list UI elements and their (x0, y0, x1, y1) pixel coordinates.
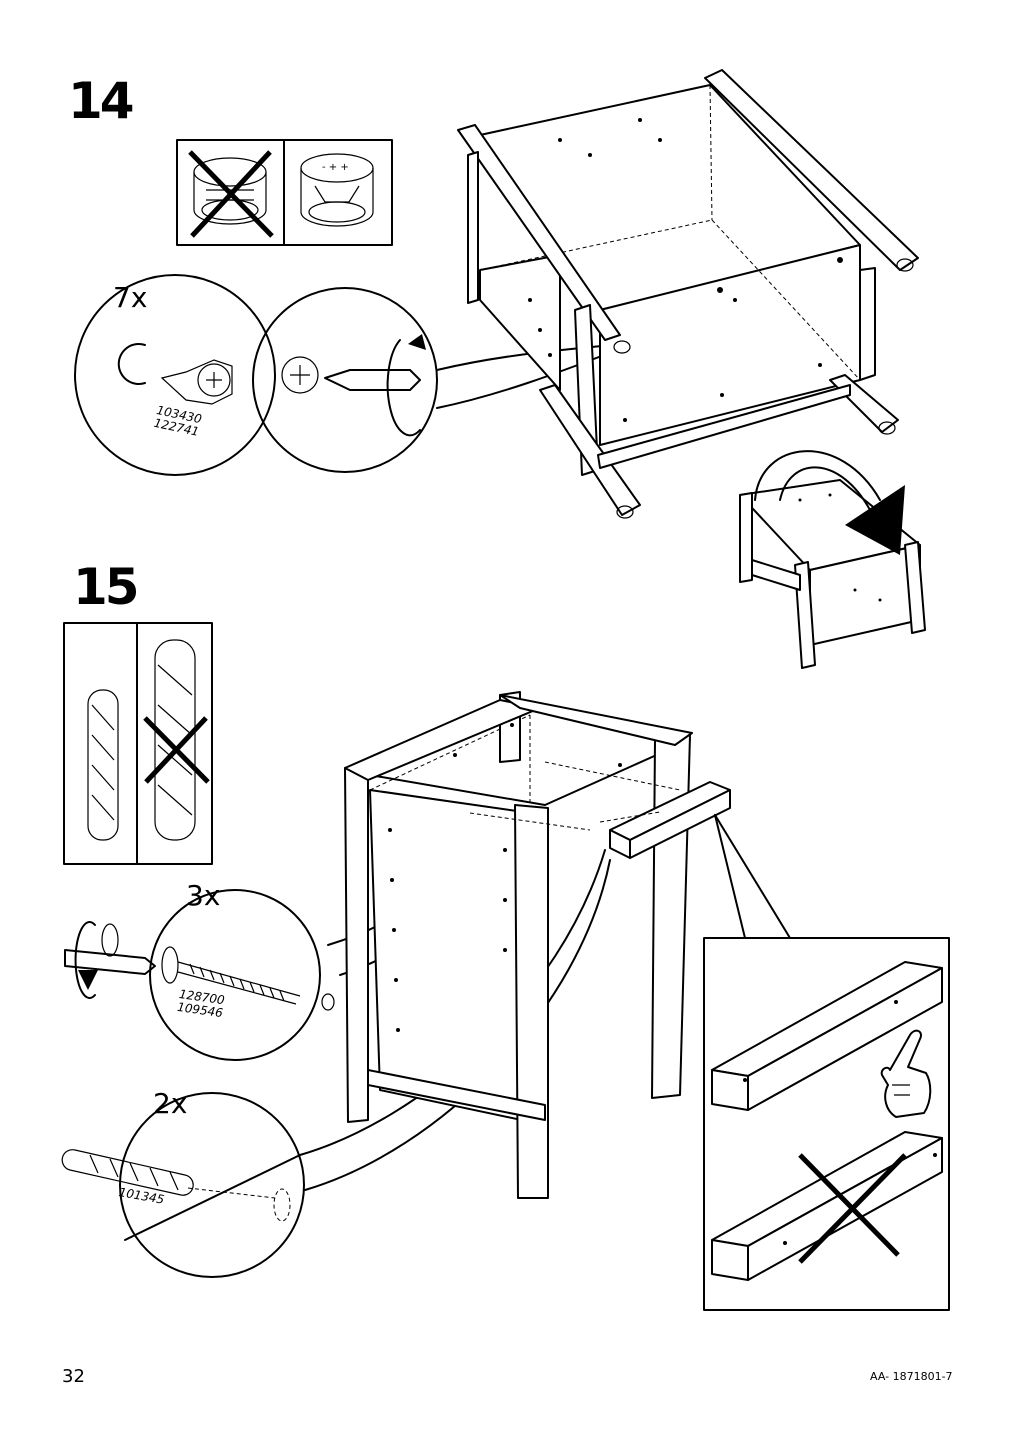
rail-correct-illustration (711, 961, 943, 1111)
dowel-insert-detail (61, 1092, 305, 1278)
cam-lock-quantity: 7x (113, 281, 148, 314)
screw-quantity: 3x (186, 879, 221, 912)
cam-lock-orientation-panel: - + + (176, 139, 393, 246)
screwdriver-turn-detail (252, 287, 438, 473)
dowel-quantity: 2x (153, 1087, 188, 1120)
page-number: 32 (62, 1366, 85, 1387)
dowel-long-wrong-icon (143, 639, 210, 841)
step-number-15: 15 (73, 558, 140, 616)
flip-cabinet-illustration (739, 479, 926, 669)
cam-lock-wrong-icon (188, 150, 274, 238)
thumbs-up-hand-icon (880, 1029, 932, 1118)
cam-lock-correct-icon: - + + (300, 153, 374, 227)
rail-wrong-illustration (711, 1131, 943, 1281)
dowel-orientation-panel (63, 622, 213, 865)
dowel-short-correct-icon (87, 689, 119, 841)
flip-arrow-icon (754, 450, 905, 555)
rail-orientation-panel (703, 937, 950, 1311)
svg-text:- + +: - + + (322, 162, 349, 173)
step-number-14: 14 (68, 72, 135, 130)
screw-insert-detail (64, 889, 335, 1061)
cabinet-frame-inverted (457, 69, 919, 519)
cabinet-frame-upright (344, 691, 731, 1199)
cam-lock-insert-detail (74, 274, 276, 476)
document-code: AA- 1871801-7 (870, 1370, 953, 1383)
